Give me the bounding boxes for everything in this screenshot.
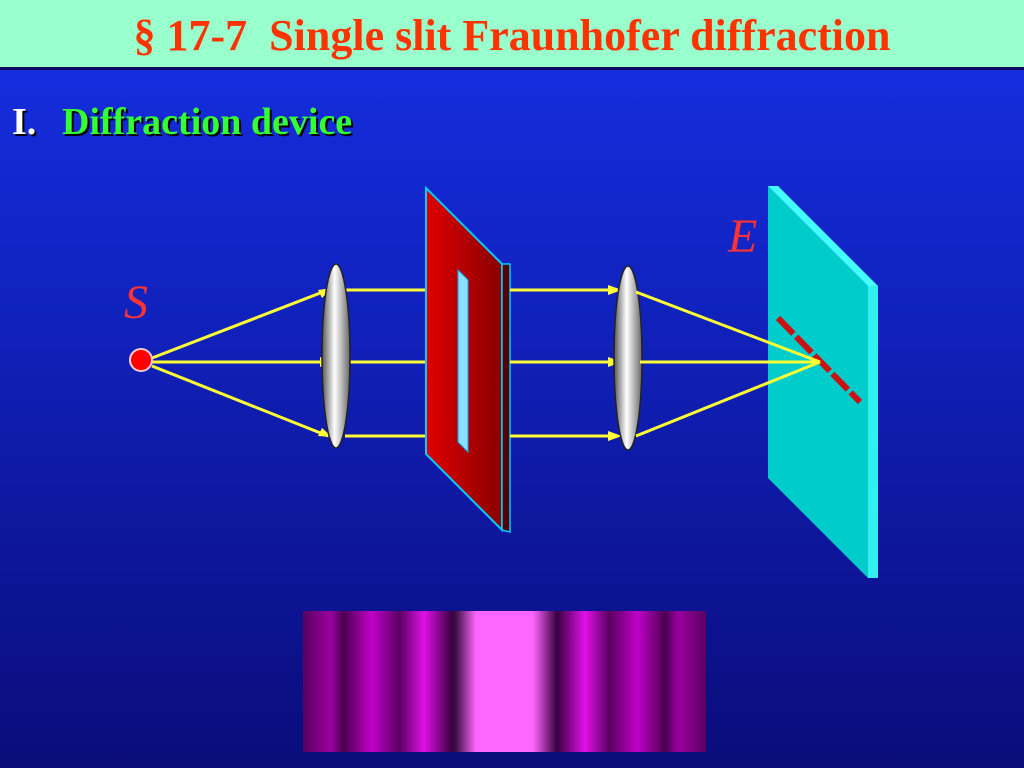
arrow-icon	[608, 431, 622, 441]
screen-label: E	[727, 210, 757, 263]
section-title: Diffraction device	[62, 101, 353, 143]
title-bar: § 17-7 Single slit Fraunhofer diffractio…	[0, 0, 1024, 70]
diffraction-pattern	[303, 611, 706, 752]
light-source	[129, 348, 153, 372]
source-label: S	[124, 276, 148, 329]
lens-1	[321, 263, 351, 449]
slit-plate	[425, 185, 511, 533]
observation-screen	[768, 186, 878, 578]
slit	[457, 268, 469, 454]
fringe-line	[775, 315, 863, 405]
lens-2	[613, 265, 643, 451]
slide-title: § 17-7 Single slit Fraunhofer diffractio…	[133, 11, 891, 60]
section-number: I.	[12, 101, 37, 143]
arrow-icon	[608, 285, 622, 295]
converging-rays	[635, 290, 821, 438]
parallel-rays-2	[510, 288, 612, 438]
incident-rays	[151, 288, 330, 438]
